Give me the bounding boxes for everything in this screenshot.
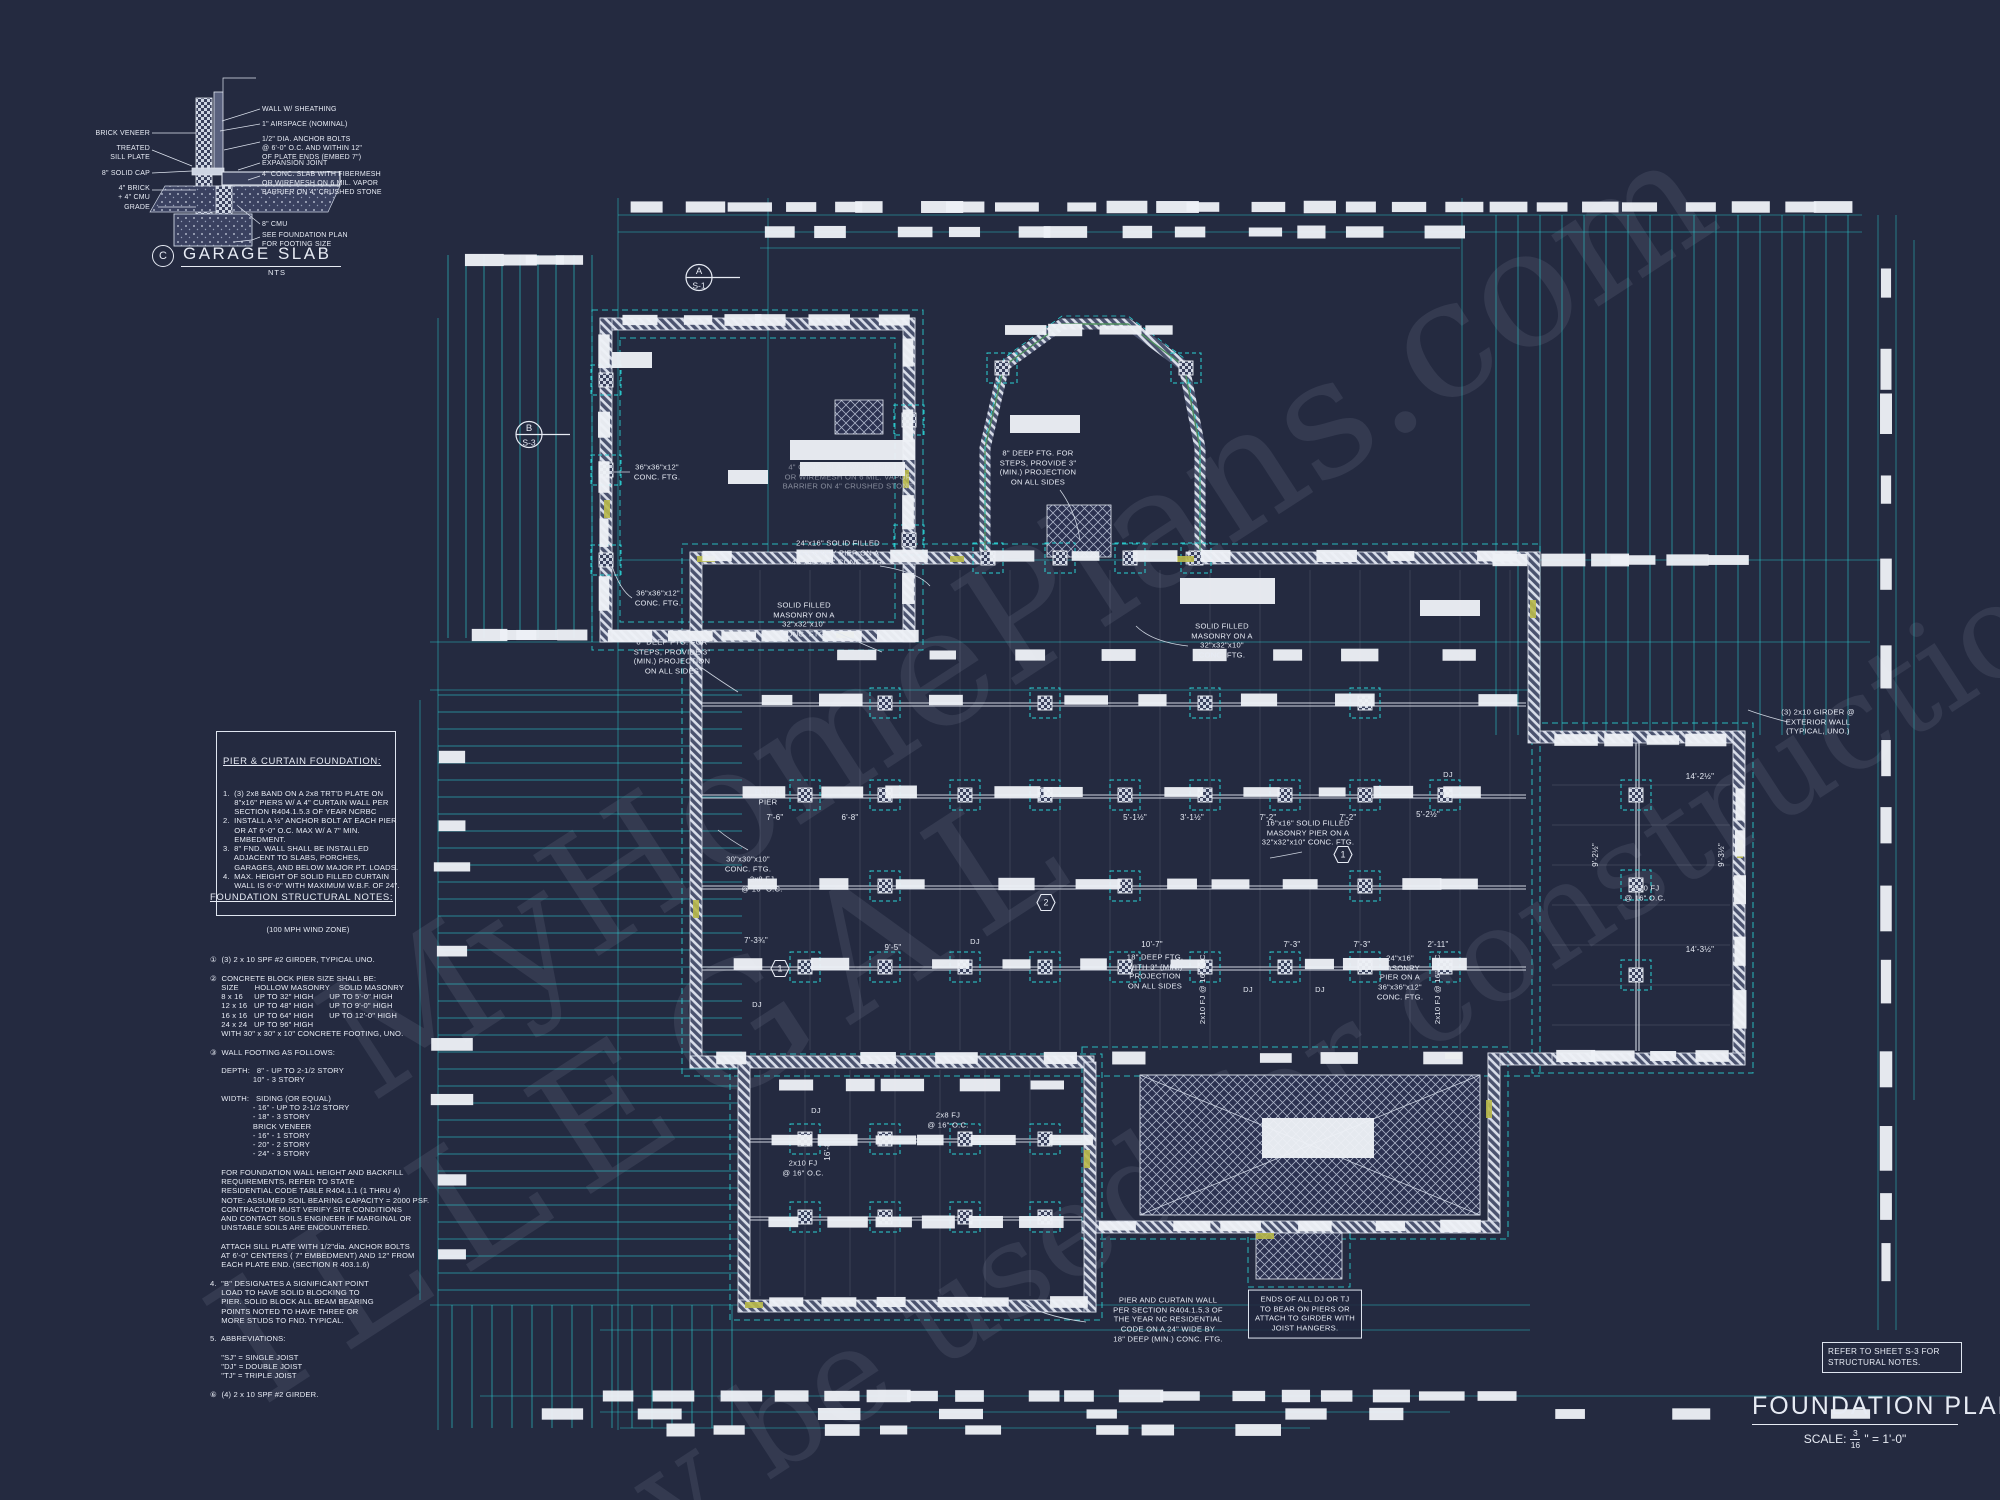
scale-suffix: " = 1'-0" — [1864, 1432, 1907, 1446]
plan-callout: 36"x36"x12" CONC. FTG. — [633, 462, 681, 481]
dimension-label: 7'-3¾" — [744, 935, 768, 945]
svg-text:1: 1 — [1340, 850, 1345, 860]
plan-callout: 24"x16" MASONRY PIER ON A 36"x36"x12" CO… — [1376, 953, 1424, 1002]
joist-label: 2x10 FJ @ 16" O.C. — [782, 1158, 824, 1177]
dimension-label: 5'-2½" — [1416, 809, 1440, 819]
dimension-text-blobs — [430, 200, 1893, 1437]
refer-note-box: REFER TO SHEET S-3 FOR STRUCTURAL NOTES. — [1822, 1342, 1962, 1374]
dimension-label: 7'-2" — [1339, 812, 1357, 822]
hex-callout-marker: 1 — [1333, 845, 1353, 869]
detail-label: 4" BRICK + 4" CMU — [118, 185, 150, 202]
page-title: FOUNDATION PLAN — [1752, 1392, 2000, 1425]
joist-label: 2x8 FJ @ 16" O.C. — [927, 1110, 969, 1129]
scale-prefix: SCALE: — [1803, 1432, 1847, 1446]
fraction-numerator: 3 — [1853, 1428, 1858, 1438]
section-marker: B S-3 — [512, 418, 572, 457]
dj-label: DJ — [970, 937, 980, 947]
detail-title: C GARAGE SLAB — [152, 244, 342, 267]
plan-callout: (3) 2x10 GIRDER @ EXTERIOR WALL (TYPICAL… — [1781, 707, 1855, 736]
notes-title: PIER & CURTAIN FOUNDATION: — [223, 755, 382, 767]
dimension-label: 14'-3½" — [1685, 944, 1715, 954]
detail-label: EXPANSION JOINT — [262, 160, 328, 167]
detail-label: SEE FOUNDATION PLAN FOR FOOTING SIZE — [262, 232, 348, 249]
joist-label: 2x10 FJ @ 16" O.C. — [1433, 951, 1443, 1025]
dj-label: DJ — [1243, 985, 1253, 995]
plan-callout: 18" DEEP FTG. WITH 3" (MIN.) PROJECTION … — [1126, 952, 1184, 991]
plan-callout: 36"x36"x12" CONC. FTG. — [634, 588, 682, 607]
detail-label: GRADE — [124, 204, 150, 211]
dimension-label: 9'-2½" — [1590, 843, 1600, 867]
notes-subtitle: (100 MPH WIND ZONE) — [266, 924, 350, 934]
dimension-label: 5'-1½" — [1123, 812, 1147, 822]
notes-body: 1. (3) 2x8 BAND ON A 2x8 TRT'D PLATE ON … — [223, 788, 400, 891]
pier-curtain-foundation-notes: PIER & CURTAIN FOUNDATION: 1. (3) 2x8 BA… — [216, 731, 400, 916]
plan-callout: 24"x16" SOLID FILLED MASONRY PIER ON A 4… — [791, 538, 885, 567]
dimension-label: 2'-11" — [1427, 939, 1449, 949]
dimension-label: 7'-6" — [766, 812, 784, 822]
foundation-structural-notes: FOUNDATION STRUCTURAL NOTES: (100 MPH WI… — [210, 873, 430, 1418]
hex-callout-marker: 1 — [770, 959, 790, 983]
dj-label: DJ — [752, 1000, 762, 1010]
dj-label: DJ — [811, 1106, 821, 1116]
dj-label: DJ — [1443, 770, 1453, 780]
plan-callout: SOLID FILLED MASONRY ON A 32"x32"x10" CO… — [1191, 621, 1253, 660]
titleblock: FOUNDATION PLAN SCALE: 3 16 " = 1'-0" — [1752, 1392, 2000, 1449]
dimension-label: 10'-7" — [1141, 939, 1163, 949]
dj-label: DJ — [1315, 985, 1325, 995]
dimension-label: 6'-8" — [841, 812, 859, 822]
svg-text:1: 1 — [777, 964, 782, 974]
plan-callout: 16"x16" SOLID FILLED MASONRY PIER ON A 3… — [1261, 818, 1355, 847]
detail-label: 1" AIRSPACE (NOMINAL) — [262, 121, 348, 128]
dimension-label: 9'-5" — [884, 942, 902, 952]
detail-label: 1/2" DIA. ANCHOR BOLTS @ 6'-0" O.C. AND … — [262, 136, 363, 162]
plan-callout: 30"x30"x10" CONC. FTG. — [724, 854, 772, 873]
dimension-label: 16'-8" — [822, 1139, 832, 1161]
svg-text:2: 2 — [1043, 898, 1048, 908]
scale-note: SCALE: 3 16 " = 1'-0" — [1752, 1429, 1958, 1449]
detail-scale-note: NTS — [268, 268, 286, 277]
detail-label: TREATED SILL PLATE — [110, 145, 150, 162]
svg-text:S-1: S-1 — [692, 281, 706, 291]
plan-callout: FLUSH PIER — [754, 787, 782, 806]
plan-callout: SOLID FILLED MASONRY ON A 32"x32"x10" CO… — [773, 600, 835, 639]
detail-title-text: GARAGE SLAB — [181, 244, 342, 267]
svg-text:A: A — [696, 266, 703, 277]
detail-label: 4" CONC. SLAB WITH FIBERMESH OR WIREMESH… — [262, 171, 382, 197]
detail-label: 8" CMU — [262, 221, 288, 228]
section-marker: A S-1 — [682, 261, 742, 300]
joist-label: 2x8 FJ @ 16" O.C. — [741, 874, 783, 893]
plan-callout: PIER AND CURTAIN WALL PER SECTION R404.1… — [1113, 1295, 1223, 1344]
hex-callout-marker: 2 — [1036, 893, 1056, 917]
dimension-label: 7'-3" — [1283, 939, 1301, 949]
joist-label: 2x10 FJ @ 16" O.C. — [1624, 883, 1666, 902]
detail-label: WALL W/ SHEATHING — [262, 106, 337, 113]
plan-callout: 4" CONC. SLAB W/ FIBERMESH OR WIREMESH O… — [782, 462, 914, 491]
section-bubble: C — [152, 244, 174, 267]
detail-label: 8" SOLID CAP — [101, 170, 150, 177]
dimension-label: 7'-3" — [1353, 939, 1371, 949]
scale-fraction: 3 16 — [1850, 1428, 1861, 1450]
svg-text:B: B — [526, 423, 532, 434]
dimension-label: 7'-2" — [1259, 812, 1277, 822]
notes-title: FOUNDATION STRUCTURAL NOTES: — [210, 891, 394, 903]
plan-callout: 8" DEEP FTG. FOR STEPS, PROVIDE 3" (MIN.… — [633, 637, 711, 676]
fraction-denominator: 16 — [1850, 1439, 1861, 1450]
plan-callout: 8" DEEP FTG. FOR STEPS, PROVIDE 3" (MIN.… — [999, 448, 1077, 487]
garage-slab-detail-drawing — [149, 77, 341, 247]
dimension-label: 14'-2½" — [1685, 771, 1715, 781]
plan-callout: ENDS OF ALL DJ OR TJ TO BEAR ON PIERS OR… — [1247, 1289, 1363, 1339]
leader-lines — [611, 471, 1789, 1323]
svg-text:S-3: S-3 — [522, 438, 536, 448]
dimension-label: 3'-1½" — [1180, 812, 1204, 822]
joist-label: 2x10 FJ @ 16" O.C. — [1198, 951, 1208, 1025]
dimension-label: 9'-3½" — [1716, 843, 1726, 867]
notes-body: ① (3) 2 x 10 SPF #2 GIRDER, TYPICAL UNO.… — [210, 955, 430, 1399]
detail-label: BRICK VENEER — [95, 130, 150, 137]
